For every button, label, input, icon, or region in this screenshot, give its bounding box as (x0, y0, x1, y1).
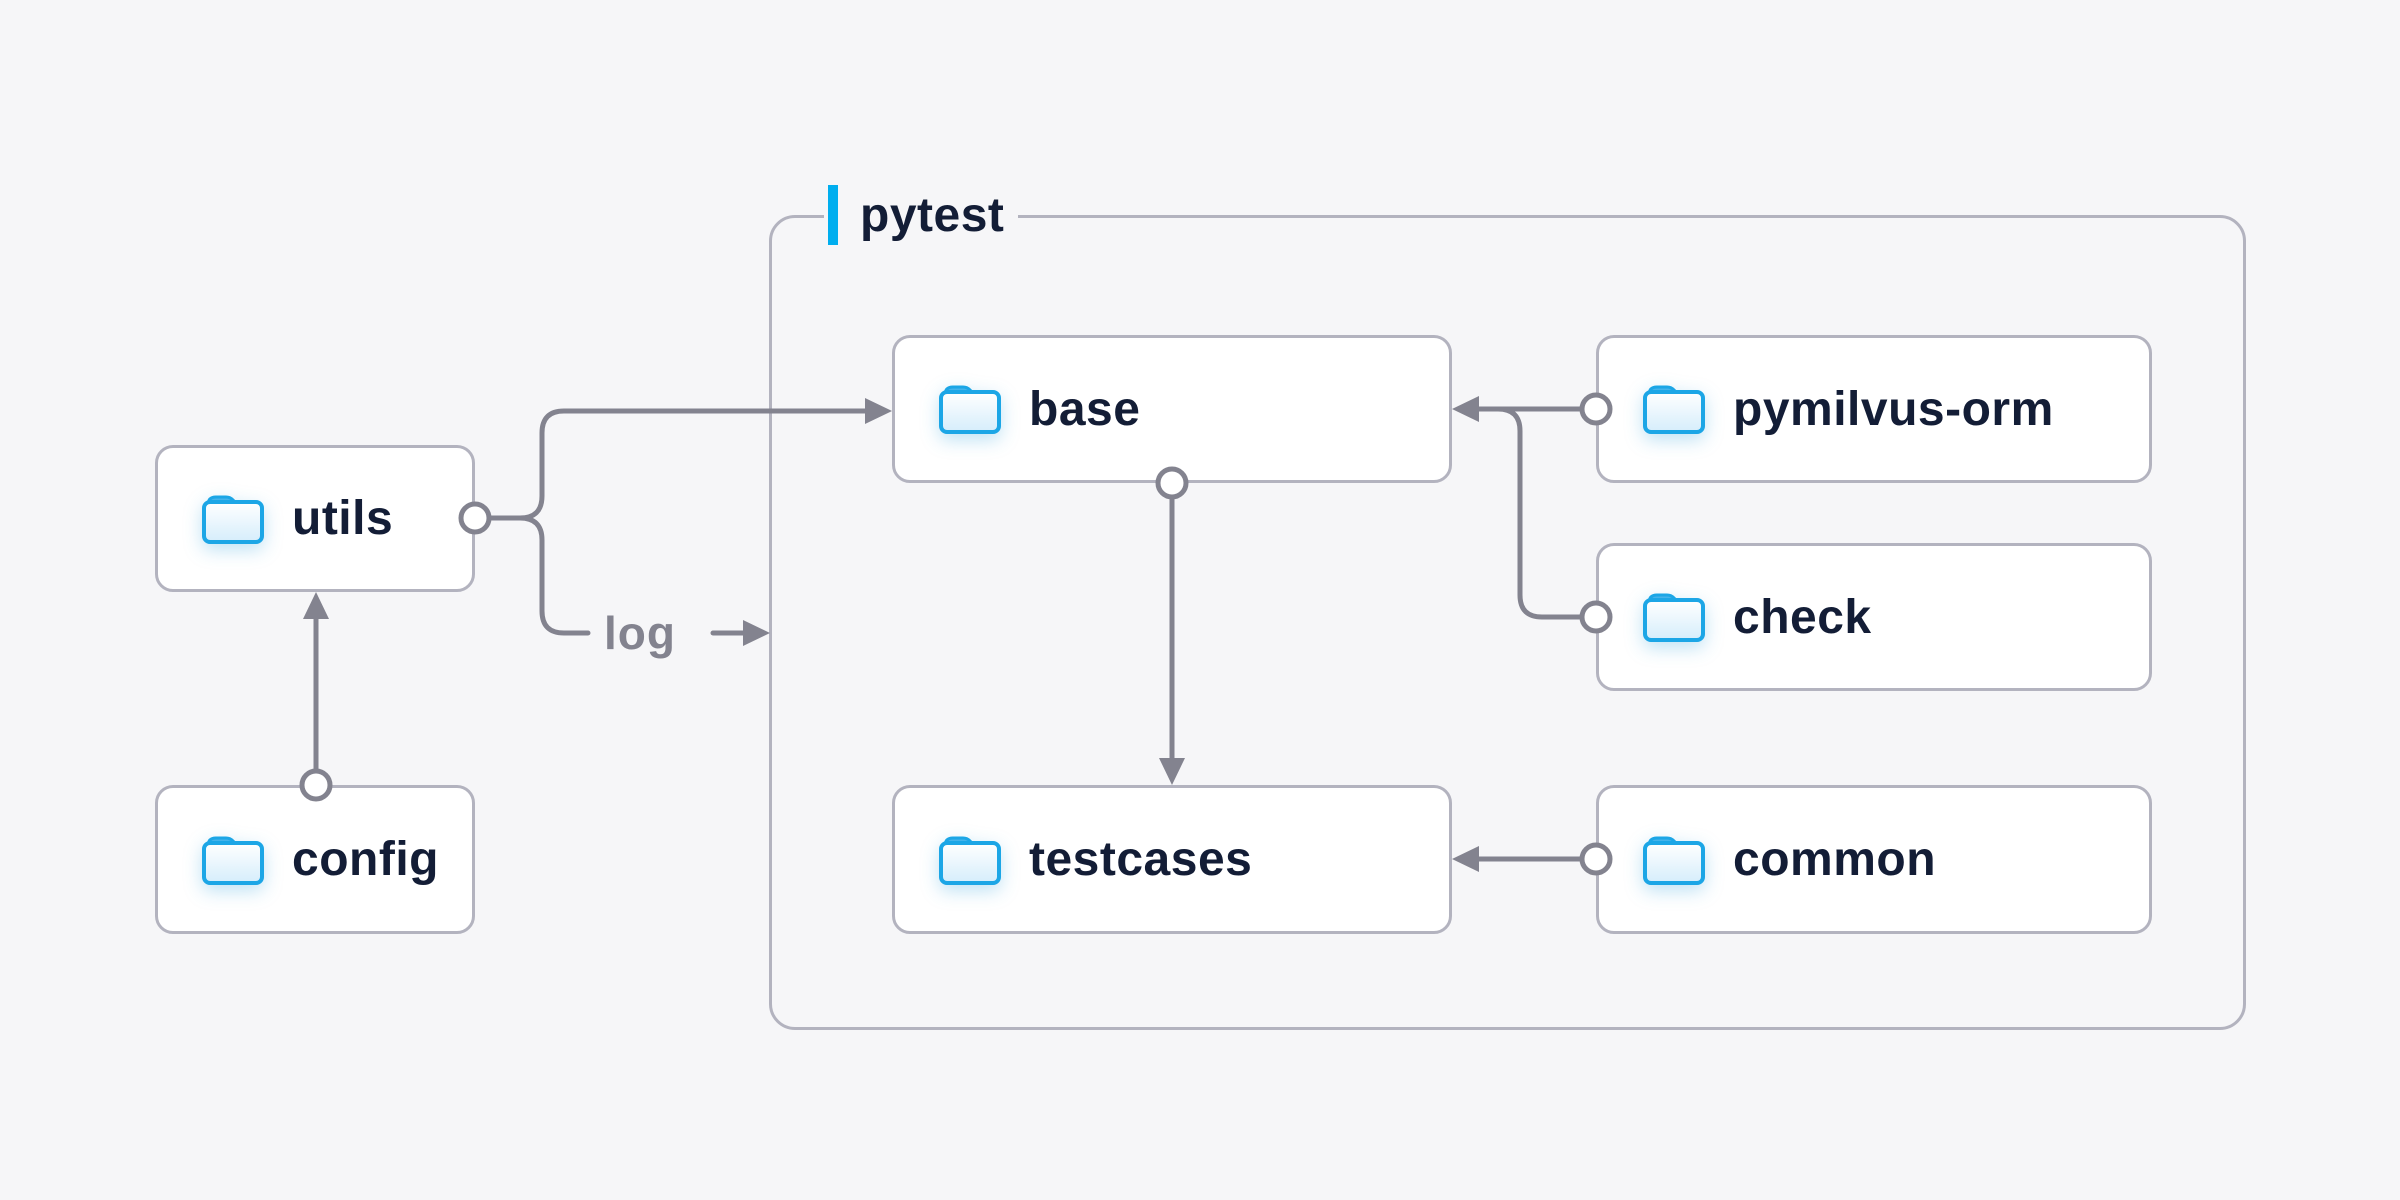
node-utils: utils (155, 445, 475, 592)
node-testcases: testcases (892, 785, 1452, 934)
node-label: check (1733, 590, 1872, 644)
arrowhead-log (743, 620, 770, 646)
node-label: common (1733, 833, 1937, 886)
folder-icon (937, 382, 1003, 436)
folder-icon (1641, 382, 1707, 436)
node-pymilvus-orm: pymilvus-orm (1596, 335, 2152, 483)
node-check: check (1596, 543, 2152, 691)
node-config: config (155, 785, 475, 934)
group-title: pytest (860, 188, 1005, 242)
edge-label-log: log (604, 607, 676, 659)
node-label: pymilvus-orm (1733, 382, 2054, 436)
folder-icon (1641, 833, 1707, 887)
accent-bar (828, 185, 838, 245)
folder-icon (937, 833, 1003, 887)
node-label: base (1029, 382, 1141, 436)
folder-icon (1641, 590, 1707, 644)
edge-utils-to-log (486, 515, 591, 636)
node-label: config (292, 833, 439, 886)
node-common: common (1596, 785, 2152, 934)
node-label: testcases (1029, 833, 1253, 886)
pytest-group-box (769, 215, 2246, 1030)
arrowhead-up (303, 592, 329, 619)
folder-icon (200, 492, 266, 546)
node-base: base (892, 335, 1452, 483)
pytest-group-label: pytest (824, 184, 1019, 246)
node-label: utils (292, 492, 394, 545)
folder-icon (200, 833, 266, 887)
